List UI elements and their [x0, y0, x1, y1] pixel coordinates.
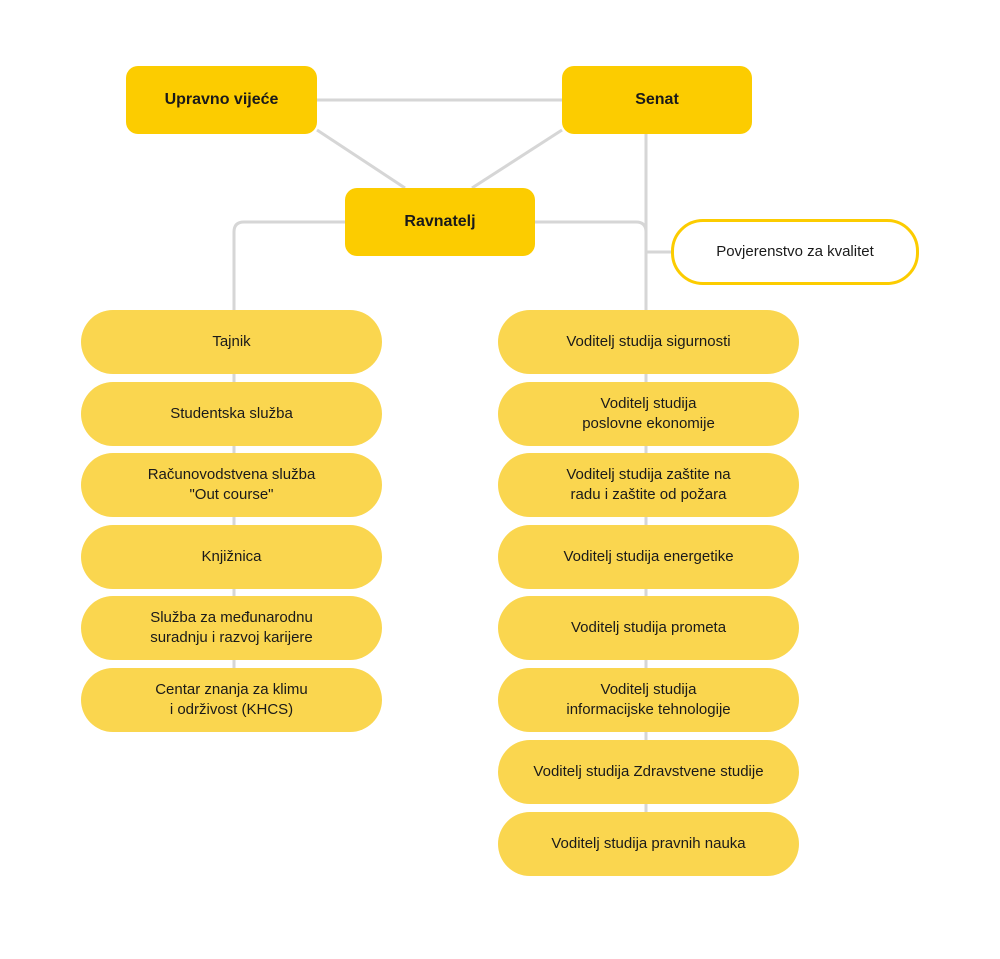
right-unit-box: Voditelj studija energetike — [498, 525, 799, 589]
quality-committee-label: Povjerenstvo za kvalitet — [716, 243, 874, 260]
left-unit-label: Tajnik — [212, 333, 251, 350]
dean-left-line — [232, 220, 345, 312]
board-label: Upravno vijeće — [164, 91, 279, 108]
quality-committee-box: Povjerenstvo za kvalitet — [671, 219, 919, 285]
right-unit-box: Voditelj studija Zdravstvene studije — [498, 740, 799, 804]
board-dean-line — [316, 128, 406, 190]
left-unit-label: Računovodstvena služba "Out course" — [147, 466, 316, 503]
right-unit-box: Voditelj studija pravnih nauka — [498, 812, 799, 876]
left-unit-label: Služba za međunarodnu suradnju i razvoj … — [150, 609, 313, 646]
senate-dean-line — [471, 128, 563, 190]
dean-right-line — [535, 220, 648, 233]
left-unit-label: Centar znanja za klimu i održivost (KHCS… — [155, 681, 308, 718]
senate-label: Senat — [635, 91, 679, 108]
right-unit-box: Voditelj studija prometa — [498, 596, 799, 660]
board-box: Upravno vijeće — [126, 66, 317, 134]
right-unit-label: Voditelj studija poslovne ekonomije — [582, 395, 715, 432]
left-unit-box: Tajnik — [81, 310, 382, 374]
left-unit-label: Knjižnica — [201, 548, 262, 565]
right-unit-label: Voditelj studija zaštite na radu i zašti… — [566, 466, 731, 503]
right-unit-label: Voditelj studija pravnih nauka — [551, 835, 746, 852]
right-unit-box: Voditelj studija poslovne ekonomije — [498, 382, 799, 446]
dean-label: Ravnatelj — [404, 213, 476, 230]
right-unit-label: Voditelj studija energetike — [563, 548, 734, 565]
left-unit-label: Studentska služba — [170, 405, 293, 422]
left-unit-box: Knjižnica — [81, 525, 382, 589]
right-unit-label: Voditelj studija Zdravstvene studije — [533, 763, 764, 780]
right-unit-label: Voditelj studija sigurnosti — [566, 333, 731, 350]
left-unit-box: Služba za međunarodnu suradnju i razvoj … — [81, 596, 382, 660]
right-unit-box: Voditelj studija informacijske tehnologi… — [498, 668, 799, 732]
right-unit-label: Voditelj studija prometa — [570, 619, 727, 636]
right-unit-label: Voditelj studija informacijske tehnologi… — [566, 681, 731, 718]
senate-box: Senat — [562, 66, 752, 134]
left-unit-box: Računovodstvena služba "Out course" — [81, 453, 382, 517]
dean-box: Ravnatelj — [345, 188, 535, 256]
left-unit-box: Centar znanja za klimu i održivost (KHCS… — [81, 668, 382, 732]
right-unit-box: Voditelj studija zaštite na radu i zašti… — [498, 453, 799, 517]
right-unit-box: Voditelj studija sigurnosti — [498, 310, 799, 374]
left-unit-box: Studentska služba — [81, 382, 382, 446]
